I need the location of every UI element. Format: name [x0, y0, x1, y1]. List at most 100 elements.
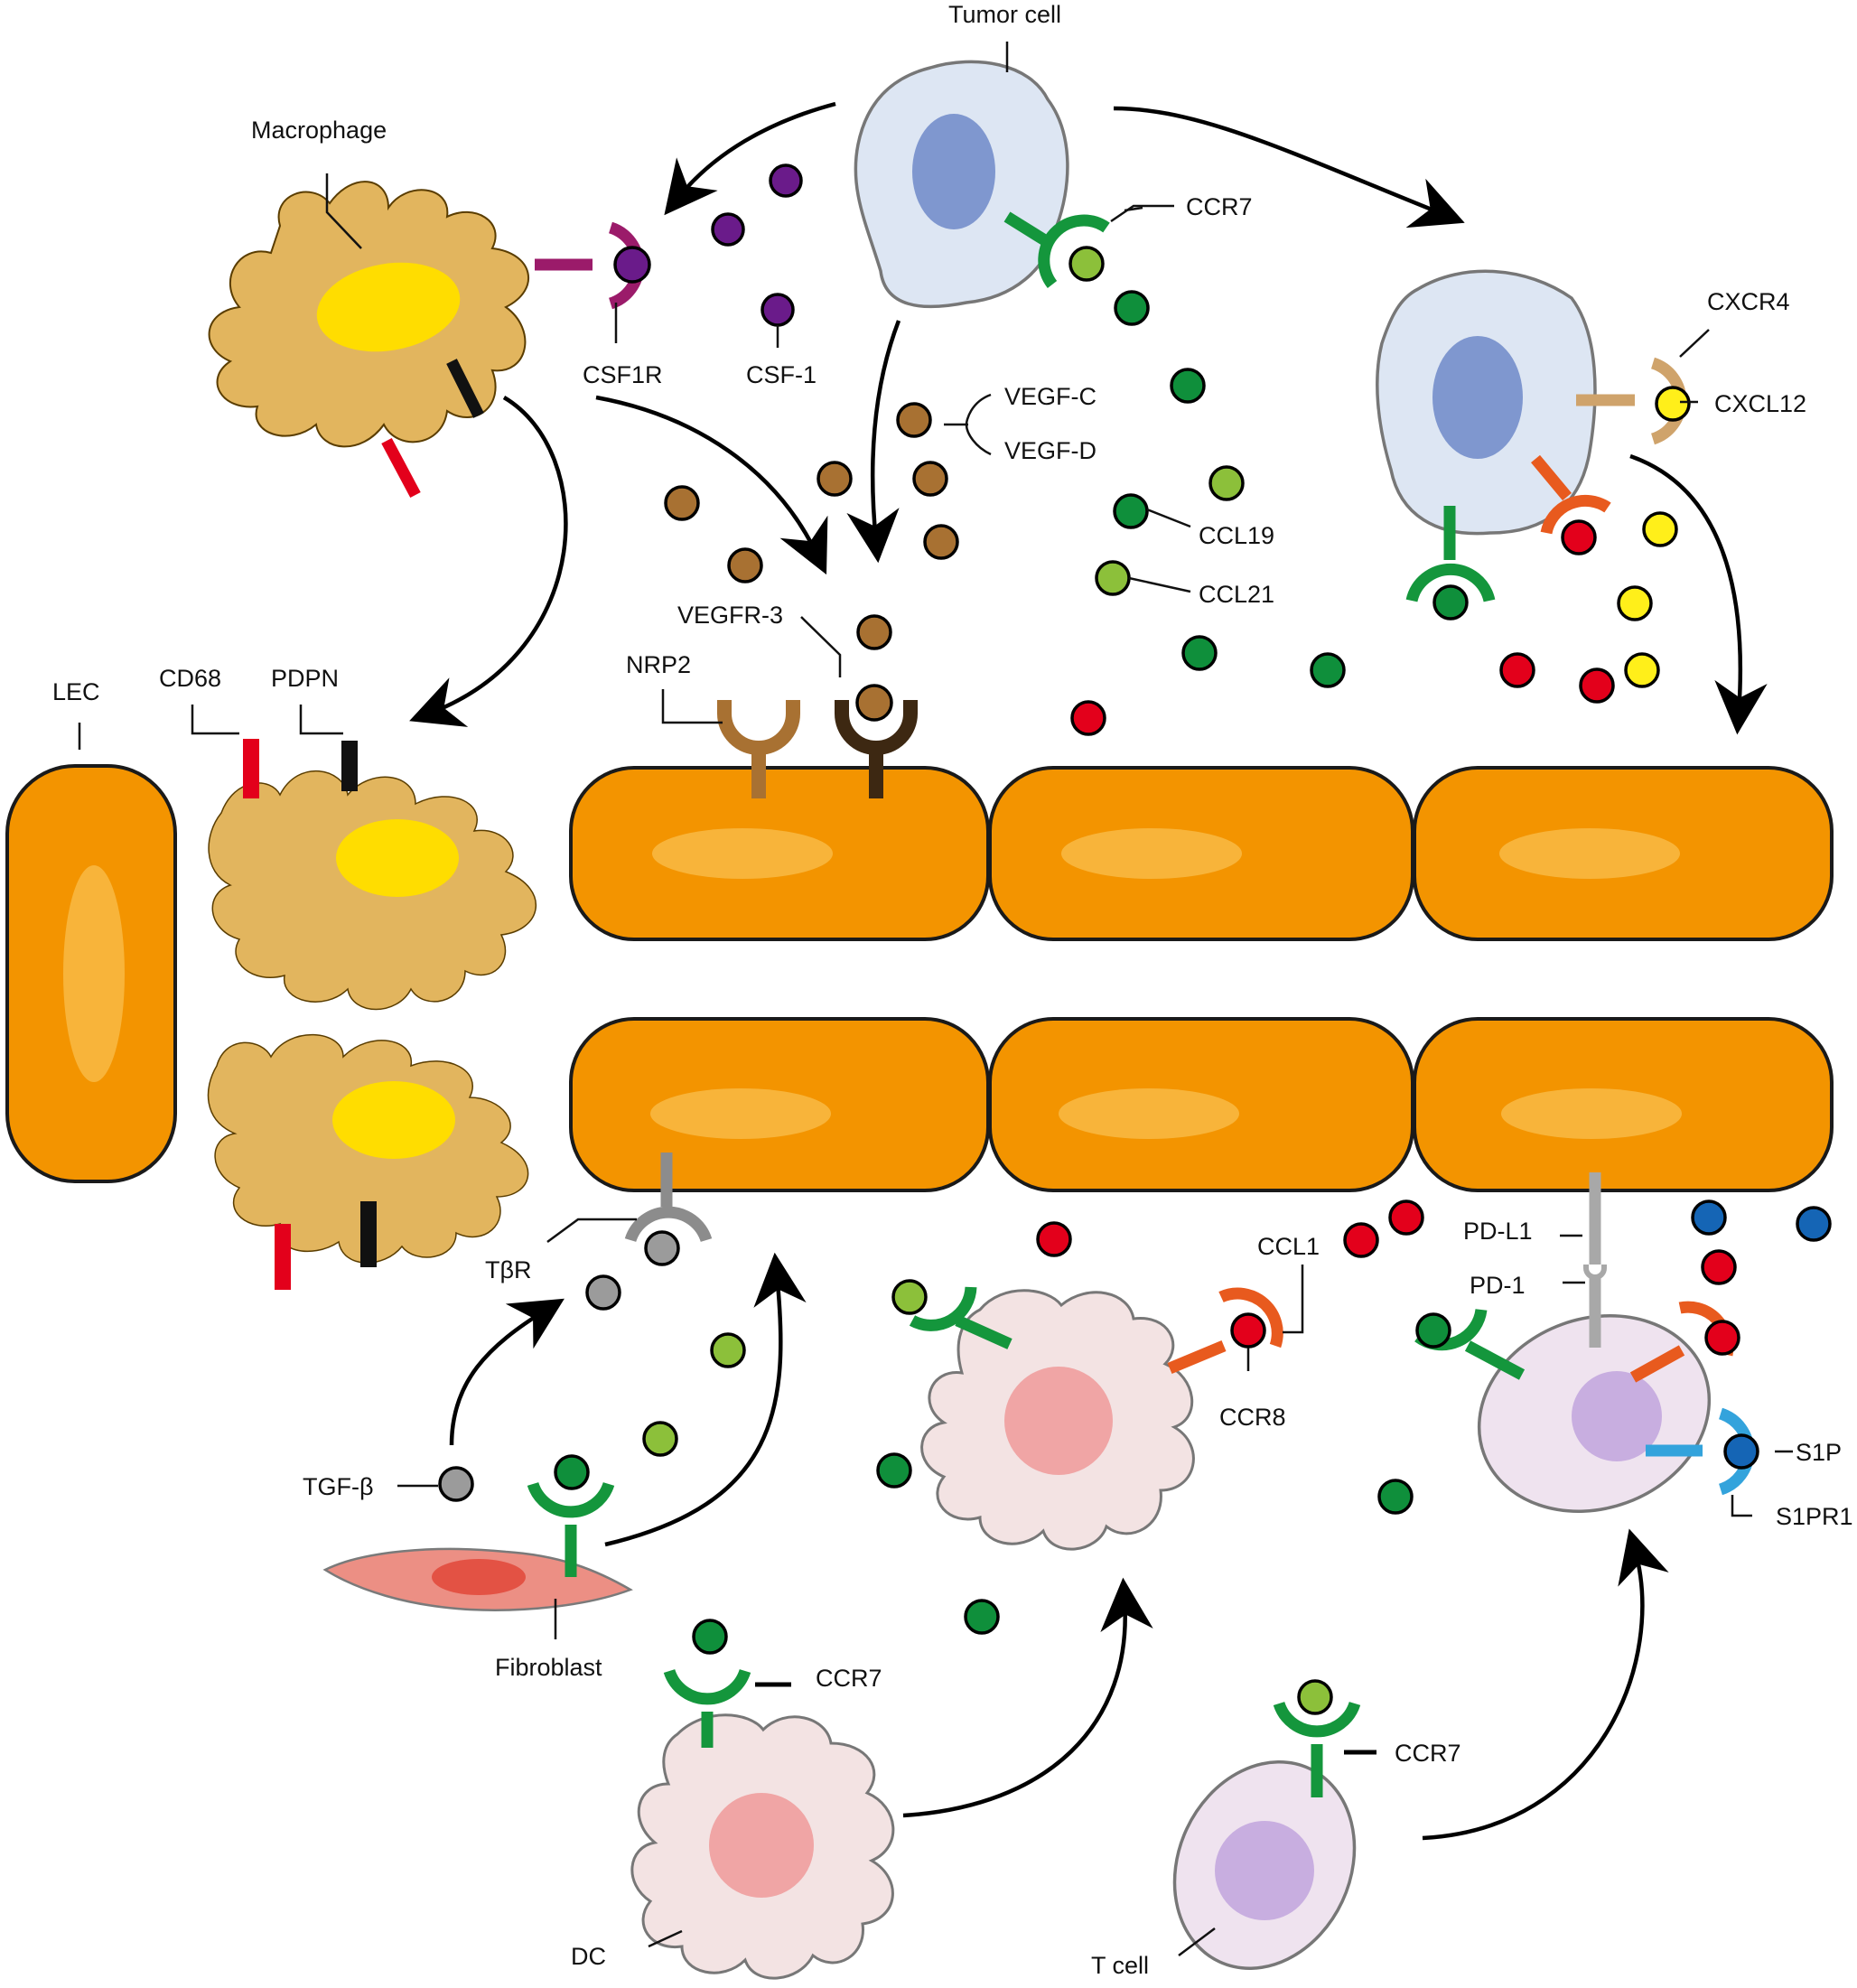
macrophage-cd68-marker [381, 437, 421, 499]
t-cell-right [1414, 1275, 1759, 1513]
vegf-molecule [923, 524, 959, 560]
tgfb-molecule [438, 1466, 474, 1502]
ccl21-molecule [1095, 560, 1131, 596]
tumor-cell-top [854, 60, 1110, 309]
ccl19-molecule [1113, 493, 1149, 529]
ccr7-receptor-dc-middle [891, 1279, 1012, 1349]
labels: Tumor cell Macrophage CCR7 CSF1R CSF-1 V… [52, 1, 1853, 1979]
cxcl12-molecule [1617, 585, 1653, 621]
nrp2-label: NRP2 [626, 651, 691, 678]
ccr7-tumor-label: CCR7 [1186, 193, 1253, 220]
ccr7-receptor-tcell-bottom [1273, 1679, 1361, 1797]
vegf-molecule [664, 485, 700, 521]
ccl1-molecule [1704, 1320, 1740, 1356]
s1p-molecule [1796, 1206, 1832, 1242]
ccr7-receptor-dc-bottom [663, 1619, 751, 1748]
cxcl12-molecule [1642, 511, 1678, 547]
cd68-label: CD68 [159, 665, 221, 692]
t-cell-label: T cell [1091, 1952, 1149, 1979]
pdpn-label: PDPN [271, 665, 339, 692]
ccr7-receptor-tumor [1003, 211, 1110, 288]
macrophage-label: Macrophage [251, 117, 387, 144]
ccr8-receptor-dc [1167, 1287, 1283, 1374]
ccl1-molecule [1036, 1221, 1072, 1257]
s1p-label: S1P [1796, 1439, 1842, 1466]
nrp2-receptor [717, 700, 800, 798]
ccl21-molecule [642, 1421, 678, 1457]
vegfr3-label: VEGFR-3 [677, 602, 783, 629]
cxcl12-label: CXCL12 [1714, 390, 1806, 417]
ccl1-molecule [1701, 1249, 1737, 1285]
macrophage-top [208, 181, 530, 499]
csf1-molecule [711, 212, 745, 247]
tbr-receptor [624, 1153, 713, 1266]
tumor-cell-right [1376, 269, 1691, 621]
pd1-label: PD-1 [1470, 1272, 1526, 1299]
fibroblast-label: Fibroblast [495, 1654, 602, 1681]
ccl1-molecule [1343, 1222, 1379, 1258]
ccr7-receptor-tcell-right [1414, 1308, 1526, 1380]
ccl19-molecule [964, 1599, 1000, 1635]
s1p-molecule [1691, 1199, 1727, 1236]
tgfb-molecule [585, 1274, 621, 1311]
ccl19-molecule [876, 1452, 912, 1489]
leader-lines [78, 42, 1793, 1956]
ccl21-molecule [1208, 465, 1245, 501]
vegf-d-label: VEGF-D [1004, 437, 1096, 464]
lec-cell-top-1 [569, 766, 990, 941]
ccr8-receptor-tumor [1531, 454, 1611, 555]
ccl21-label: CCL21 [1199, 581, 1274, 608]
t-cell-bottom [1172, 1679, 1361, 1970]
vegf-molecule [856, 614, 892, 650]
ccl1-molecule [1070, 700, 1106, 736]
ccr7-receptor-tumor-right [1405, 506, 1496, 621]
tumor-cell-label: Tumor cell [948, 1, 1061, 28]
vegf-molecule [912, 461, 948, 497]
ccl19-molecule [1310, 652, 1346, 688]
migration-arrows [409, 101, 1768, 1841]
vegf-c-label: VEGF-C [1004, 383, 1096, 410]
ccl1-molecule [1388, 1199, 1424, 1236]
lec-cell-bottom-3 [1413, 1017, 1834, 1192]
fibroblast-cell [322, 1454, 633, 1611]
ccl19-label: CCL19 [1199, 522, 1274, 549]
lymphatic-vessel [5, 764, 1834, 1192]
vegf-molecule [727, 547, 763, 583]
ccl19-molecule [1181, 635, 1218, 671]
csf1r-receptor [535, 221, 651, 310]
tgfb-label: TGF-β [303, 1473, 374, 1500]
ccl19-molecule [1114, 290, 1150, 326]
ccl1-molecule [1579, 667, 1615, 704]
macrophage-mid-upper [208, 739, 537, 1011]
lec-cell-top-3 [1413, 766, 1834, 941]
ccl1-molecule [1499, 652, 1535, 688]
ccr7-receptor-fibroblast [527, 1454, 615, 1577]
ccr7-tcell-label: CCR7 [1395, 1740, 1461, 1767]
csf1r-label: CSF1R [583, 361, 663, 388]
cxcl12-molecule [1624, 652, 1660, 688]
cxcr4-label: CXCR4 [1707, 288, 1790, 315]
vegf-molecule [817, 461, 853, 497]
macrophage-pdpn-marker [446, 359, 484, 418]
lec-cell-bottom-2 [988, 1017, 1414, 1192]
csf1-molecule [761, 293, 795, 327]
dc-label: DC [571, 1943, 606, 1970]
vegf-molecule [896, 402, 932, 438]
s1pr1-receptor [1646, 1407, 1759, 1496]
lec-cell-vertical [5, 764, 177, 1183]
ccl19-molecule [1377, 1479, 1414, 1515]
ccl21-molecule [710, 1332, 746, 1368]
dendritic-cell-bottom [630, 1619, 895, 1980]
macrophage-mid-lower [207, 1033, 529, 1290]
ccr8-label: CCR8 [1219, 1404, 1286, 1431]
csf1-label: CSF-1 [746, 361, 817, 388]
lec-cell-bottom-1 [569, 1017, 990, 1192]
dendritic-cell-middle [891, 1279, 1283, 1551]
ccr7-dc-label: CCR7 [816, 1665, 882, 1692]
ccl1-label: CCL1 [1257, 1233, 1320, 1260]
vegfr3-receptor [835, 684, 918, 798]
ccl19-molecule [1170, 368, 1206, 404]
tbr-label: TβR [485, 1256, 532, 1283]
lec-label: LEC [52, 678, 100, 705]
